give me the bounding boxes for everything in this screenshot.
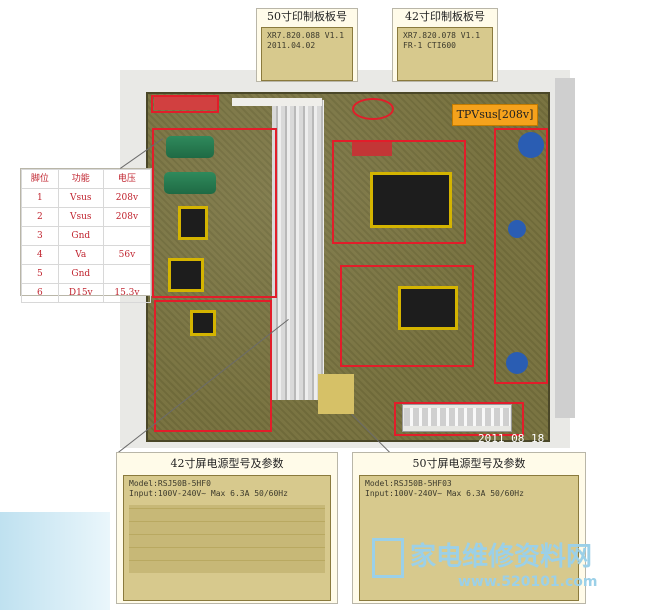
pin-table-callout: 脚位 功能 电压 1 Vsus 208v 2 Vsus 208v 3 Gnd 4… bbox=[20, 168, 152, 303]
table-cell: 2 bbox=[21, 207, 59, 227]
highlight-tpv-section bbox=[494, 128, 548, 384]
pin-table-header: 脚位 功能 电压 bbox=[21, 169, 152, 189]
table-cell: 5 bbox=[21, 264, 59, 284]
callout-title: 50寸屏电源型号及参数 bbox=[412, 457, 526, 470]
board-id-line: FR-1 CTI600 bbox=[403, 41, 456, 50]
green-capacitor-1 bbox=[166, 136, 214, 158]
board-id-line: 2011.04.02 bbox=[267, 41, 316, 50]
spec-line: Model:RSJ50B-5HF03 bbox=[365, 479, 452, 488]
table-cell: 208v bbox=[102, 207, 152, 227]
tpv-sus-label: TPVsus[208v] bbox=[452, 104, 538, 126]
main-heatsink bbox=[272, 100, 324, 400]
callout-title: 42寸印制板板号 bbox=[405, 10, 485, 23]
table-row: 5 Gnd bbox=[21, 264, 152, 284]
callout-title: 42寸屏电源型号及参数 bbox=[170, 457, 284, 470]
highlight-fuse bbox=[151, 95, 219, 113]
watermark-url: www.520101.com bbox=[458, 574, 598, 590]
blue-capacitor-2 bbox=[508, 220, 526, 238]
board-id-marker bbox=[352, 98, 394, 120]
fuse-label bbox=[154, 96, 218, 110]
transformer-small-2 bbox=[168, 258, 204, 292]
blue-capacitor-3 bbox=[506, 352, 528, 374]
table-row: 3 Gnd bbox=[21, 226, 152, 246]
blue-capacitor-1 bbox=[518, 132, 544, 158]
table-cell bbox=[102, 264, 152, 284]
table-cell: Vsus bbox=[57, 207, 104, 227]
table-row: 1 Vsus 208v bbox=[21, 188, 152, 208]
table-cell: 4 bbox=[21, 245, 59, 265]
header-cell: 脚位 bbox=[21, 169, 59, 189]
red-component bbox=[352, 142, 392, 156]
table-cell: 56v bbox=[102, 245, 152, 265]
power-spec-photo-42: Model:RSJ50B-5HF0 Input:100V-240V~ Max 6… bbox=[123, 475, 331, 601]
callout-50-board-id: 50寸印制板板号 XR7.820.088 V1.1 2011.04.02 bbox=[256, 8, 358, 82]
table-row: 4 Va 56v bbox=[21, 245, 152, 265]
green-capacitor-2 bbox=[164, 172, 216, 194]
power-module-sticker bbox=[318, 374, 354, 414]
date-stamp: 2011 08 18 bbox=[478, 432, 545, 445]
table-row: 6 D15v 15.3v bbox=[21, 283, 152, 303]
header-cell: 功能 bbox=[57, 169, 104, 189]
spec-line: Model:RSJ50B-5HF0 bbox=[129, 479, 211, 488]
table-cell: 15.3v bbox=[102, 283, 152, 303]
table-cell: Gnd bbox=[57, 264, 104, 284]
callout-50-power-spec: 50寸屏电源型号及参数 Model:RSJ50B-5HF03 Input:100… bbox=[352, 452, 586, 604]
main-transformer bbox=[370, 172, 452, 228]
second-transformer bbox=[398, 286, 458, 330]
board-id-photo-42: XR7.820.078 V1.1 FR-1 CTI600 bbox=[397, 27, 493, 81]
board-id-line: XR7.820.088 V1.1 bbox=[267, 31, 345, 40]
transformer-small-1 bbox=[178, 206, 208, 240]
highlight-second-transformer bbox=[340, 265, 474, 367]
table-cell: 6 bbox=[21, 283, 59, 303]
pcb-text-strip bbox=[232, 98, 322, 106]
callout-42-board-id: 42寸印制板板号 XR7.820.078 V1.1 FR-1 CTI600 bbox=[392, 8, 498, 82]
callout-42-power-spec: 42寸屏电源型号及参数 Model:RSJ50B-5HF0 Input:100V… bbox=[116, 452, 338, 604]
table-cell: D15v bbox=[57, 283, 104, 303]
pin-table: 脚位 功能 电压 1 Vsus 208v 2 Vsus 208v 3 Gnd 4… bbox=[21, 169, 152, 303]
spec-table-photo bbox=[129, 505, 325, 573]
connector-pins bbox=[404, 408, 510, 426]
table-cell: 3 bbox=[21, 226, 59, 246]
spec-line: Input:100V-240V~ Max 6.3A 50/60Hz bbox=[365, 489, 524, 498]
table-cell: Vsus bbox=[57, 188, 104, 208]
watermark-logo-icon bbox=[372, 538, 404, 578]
table-cell: 1 bbox=[21, 188, 59, 208]
board-id-line: XR7.820.078 V1.1 bbox=[403, 31, 481, 40]
spec-line: Input:100V-240V~ Max 6.3A 50/60Hz bbox=[129, 489, 288, 498]
watermark-band bbox=[0, 512, 110, 610]
highlight-connector bbox=[394, 402, 524, 436]
transformer-small-3 bbox=[190, 310, 216, 336]
table-row: 2 Vsus 208v bbox=[21, 207, 152, 227]
callout-title: 50寸印制板板号 bbox=[267, 10, 347, 23]
highlight-standby-section bbox=[152, 128, 277, 298]
table-cell: Gnd bbox=[57, 226, 104, 246]
header-cell: 电压 bbox=[102, 169, 152, 189]
highlight-main-transformer bbox=[332, 140, 466, 244]
table-cell: 208v bbox=[102, 188, 152, 208]
table-cell: Va bbox=[57, 245, 104, 265]
watermark-text: 家电维修资料网 bbox=[410, 542, 593, 572]
table-cell bbox=[102, 226, 152, 246]
side-heatsink bbox=[555, 78, 575, 418]
highlight-pfc-section bbox=[154, 300, 272, 432]
board-id-photo-50: XR7.820.088 V1.1 2011.04.02 bbox=[261, 27, 353, 81]
